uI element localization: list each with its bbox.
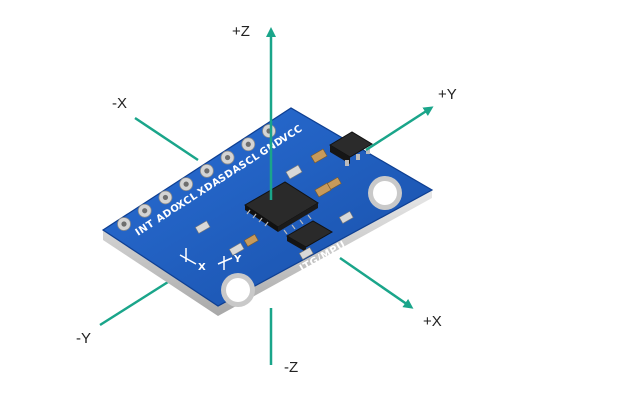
- axis-label-plus-z: +Z: [232, 23, 250, 40]
- pin-pads: [117, 124, 276, 231]
- smd-components: [194, 148, 354, 260]
- pin-pad-scl: [220, 150, 235, 165]
- pin-pad-sda: [199, 163, 214, 178]
- silkscreen-axis-marks: X Y: [179, 248, 242, 273]
- voltage-regulator: [329, 131, 373, 166]
- mounting-hole-right: [368, 176, 402, 210]
- imu-chip: [244, 181, 319, 235]
- secondary-chip: [286, 220, 333, 252]
- axis-label-minus-y: -Y: [76, 330, 91, 347]
- axis-plus-x-line: [339, 256, 414, 309]
- axis-plus-y-line: [365, 106, 434, 152]
- pin-pad-ado: [137, 203, 152, 218]
- pin-pad-xcl: [158, 190, 173, 205]
- pin-pad-int: [117, 217, 131, 231]
- axis-minus-x-line: [134, 116, 199, 162]
- pin-pad-vcc: [262, 124, 276, 138]
- axis-label-plus-y: +Y: [438, 86, 457, 103]
- silkscreen-y-mark: Y: [233, 254, 242, 265]
- axis-label-plus-x: +X: [423, 313, 442, 330]
- axis-label-minus-z: -Z: [284, 359, 299, 376]
- pin-pad-gnd: [241, 137, 256, 152]
- silkscreen-x-mark: X: [198, 262, 206, 273]
- pin-pad-xda: [179, 177, 194, 192]
- mounting-hole-left: [221, 273, 255, 307]
- axis-minus-y-line: [99, 280, 169, 327]
- axis-label-minus-x: -X: [112, 95, 127, 112]
